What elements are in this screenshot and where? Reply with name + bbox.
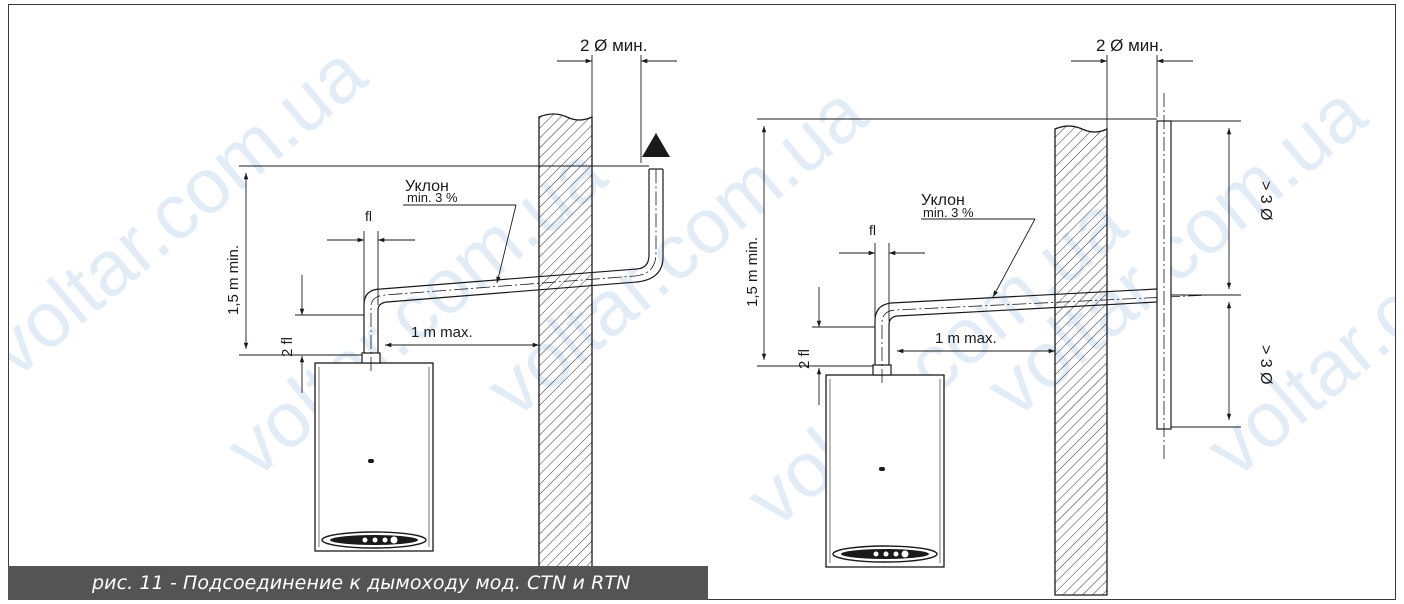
left-wall bbox=[538, 113, 593, 596]
flue-connection-diagram: 2 Ø мин. Уклон min. 3 % fl 1 m max. 1,5 … bbox=[225, 36, 1274, 596]
right-slope-value: min. 3 % bbox=[923, 205, 974, 220]
right-boiler bbox=[825, 374, 945, 568]
left-boiler-control-panel bbox=[321, 531, 427, 549]
left-labels: 2 Ø мин. Уклон min. 3 % fl 1 m max. 1,5 … bbox=[225, 36, 647, 357]
left-flue-pipe bbox=[363, 169, 650, 353]
left-two-fl-label: 2 fl bbox=[279, 337, 296, 357]
right-diagram bbox=[757, 55, 1241, 596]
left-boiler bbox=[314, 362, 434, 552]
right-fl-label: fl bbox=[869, 222, 876, 238]
left-boiler-indicator bbox=[368, 459, 374, 463]
left-height-label: 1,5 m min. bbox=[225, 245, 242, 315]
right-wall bbox=[1054, 125, 1108, 596]
left-diagram bbox=[239, 55, 677, 596]
right-slope-label: Уклон bbox=[921, 192, 965, 209]
left-fl-label: fl bbox=[365, 208, 372, 224]
right-flue-axis bbox=[881, 294, 1210, 383]
right-two-fl-label: 2 fl bbox=[796, 349, 813, 369]
left-slope-value: min. 3 % bbox=[407, 190, 458, 205]
left-flue-axis bbox=[370, 169, 657, 371]
figure-caption-bar: рис. 11 - Подсоединение к дымоходу мод. … bbox=[8, 566, 708, 600]
right-labels: 2 Ø мин. Уклон min. 3 % fl 1 m max. 1,5 … bbox=[744, 36, 1274, 385]
right-lower-3d-label: > 3 Ø bbox=[1257, 345, 1274, 385]
right-height-label: 1,5 m min. bbox=[744, 237, 761, 307]
left-slope-label: Уклон bbox=[405, 178, 449, 195]
right-upper-3d-label: > 3 Ø bbox=[1257, 181, 1274, 221]
left-flue-terminal bbox=[642, 133, 670, 157]
right-boiler-control-panel bbox=[832, 545, 938, 563]
left-diameter-label: 2 Ø мин. bbox=[580, 36, 647, 55]
right-diameter-label: 2 Ø мин. bbox=[1096, 36, 1163, 55]
figure-frame: voltar.com.ua voltar.com.ua voltar.com.u… bbox=[8, 4, 1396, 600]
left-distance-label: 1 m max. bbox=[411, 324, 473, 341]
right-distance-label: 1 m max. bbox=[935, 330, 997, 347]
right-boiler-indicator bbox=[879, 467, 885, 471]
figure-caption: рис. 11 - Подсоединение к дымоходу мод. … bbox=[92, 572, 631, 594]
right-flue-pipe bbox=[874, 288, 1158, 365]
